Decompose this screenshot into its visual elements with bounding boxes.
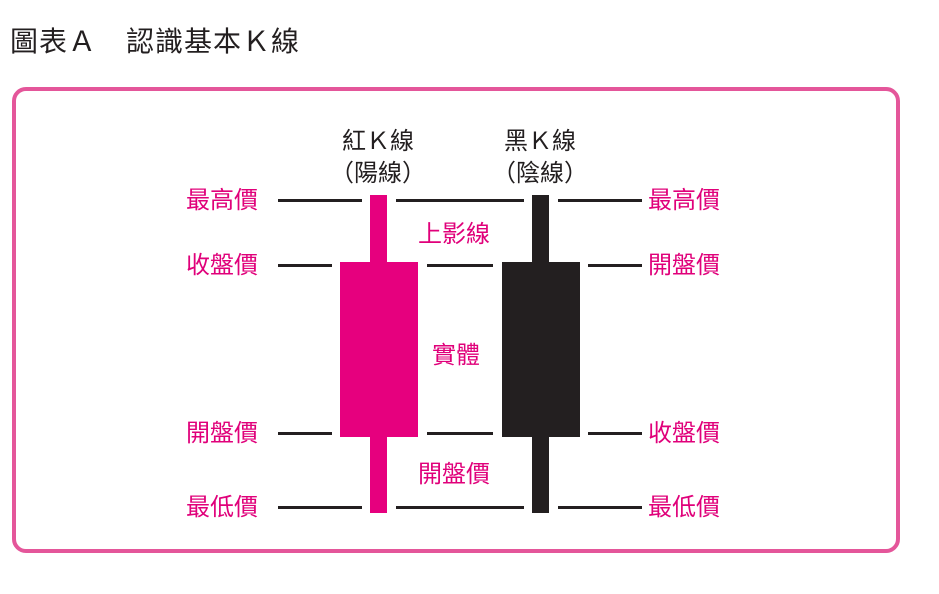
black-high-leader — [558, 199, 642, 202]
black-close-leader — [588, 432, 642, 435]
red-high-leader — [278, 199, 362, 202]
middle-low-line — [396, 506, 524, 509]
red-low-leader — [278, 506, 362, 509]
body-label: 實體 — [432, 341, 480, 369]
diagram-frame — [12, 87, 900, 553]
black-close-label: 收盤價 — [648, 419, 720, 447]
red-open-leader — [278, 432, 332, 435]
red-candle-name: 紅Ｋ線 — [342, 127, 414, 155]
lower-shadow-label: 開盤價 — [418, 460, 490, 488]
black-open-leader — [588, 264, 642, 267]
black-high-label: 最高價 — [648, 186, 720, 214]
red-close-label: 收盤價 — [186, 251, 258, 279]
middle-top-body-line — [427, 264, 493, 267]
black-low-label: 最低價 — [648, 493, 720, 521]
middle-bottom-body-line — [427, 432, 493, 435]
black-open-label: 開盤價 — [648, 251, 720, 279]
red-low-label: 最低價 — [186, 493, 258, 521]
red-close-leader — [278, 264, 332, 267]
black-low-leader — [558, 506, 642, 509]
red-candle-body — [340, 262, 418, 437]
black-candle-body — [502, 262, 580, 437]
diagram-title: 圖表Ａ 認識基本Ｋ線 — [10, 25, 301, 58]
black-candle-alias: （陰線） — [492, 159, 588, 187]
red-candle-alias: （陽線） — [330, 159, 426, 187]
black-candle-name: 黑Ｋ線 — [504, 127, 576, 155]
red-high-label: 最高價 — [186, 186, 258, 214]
red-open-label: 開盤價 — [186, 419, 258, 447]
middle-high-line — [396, 199, 524, 202]
upper-shadow-label: 上影線 — [418, 220, 490, 248]
